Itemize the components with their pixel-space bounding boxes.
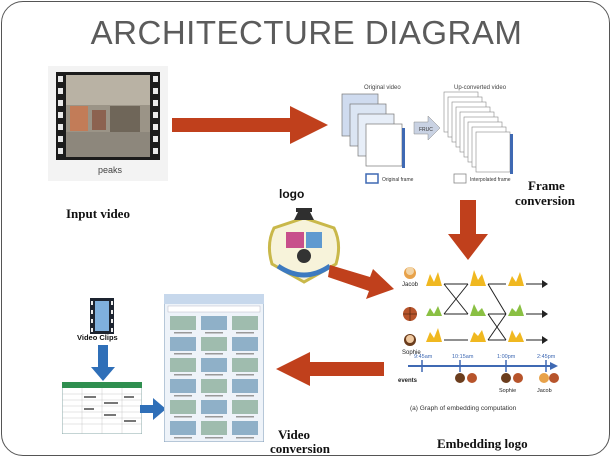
- video-frame-thumbnail: [170, 358, 196, 372]
- video-frame-thumbnail: [201, 358, 227, 372]
- logo-label: logo: [279, 187, 305, 201]
- video-clips-icon: [90, 298, 114, 334]
- time-label-4: 2:45pm: [537, 354, 556, 360]
- arrow-spreadsheet-to-explorer: [140, 398, 166, 420]
- legend-interpolated-frame: Interpolated frame: [470, 177, 511, 183]
- arrow-frame-to-embedding: [448, 200, 488, 260]
- person-label-bottom: Sophie: [402, 350, 421, 356]
- time-label-2: 10:15am: [452, 354, 474, 360]
- person-label-top: Jacob: [402, 282, 419, 288]
- arrow-clips-to-spreadsheet: [91, 345, 115, 381]
- arrow-logo-to-embedding: [328, 265, 394, 299]
- frame-conversion-label-2: conversion: [515, 193, 575, 208]
- events-label: events: [398, 378, 418, 384]
- time-label-1: 9:45am: [414, 354, 433, 360]
- embedding-label: Embedding logo: [437, 436, 528, 451]
- original-video-header: Original video: [364, 85, 401, 91]
- bottom-name-1: Sophie: [499, 388, 516, 394]
- graph-caption: (a) Graph of embedding computation: [410, 405, 517, 412]
- input-video-caption: peaks: [97, 165, 123, 175]
- arrow-input-to-frame: [172, 106, 328, 144]
- video-frame-thumbnail: [170, 316, 196, 330]
- video-frame-thumbnail: [201, 421, 227, 435]
- video-frame-thumbnail: [170, 379, 196, 393]
- fruc-label: FRUC: [419, 127, 433, 133]
- frame-conversion-illustration: Original video Up-converted video FRUC O…: [341, 85, 513, 184]
- video-frame-thumbnail: [170, 337, 196, 351]
- video-frame-thumbnail: [170, 421, 196, 435]
- legend-original-frame: Original frame: [382, 177, 414, 183]
- video-clips-label: Video Clips: [77, 333, 118, 342]
- slide-title: ARCHITECTURE DIAGRAM: [90, 14, 523, 51]
- video-frame-thumbnail: [201, 316, 227, 330]
- video-frames-explorer-window: [164, 294, 264, 442]
- video-frame-thumbnail: [232, 316, 258, 330]
- video-frame-thumbnail: [232, 400, 258, 414]
- input-video-label: Input video: [66, 206, 130, 221]
- video-frame-thumbnail: [201, 379, 227, 393]
- upconverted-video-header: Up-converted video: [454, 85, 507, 91]
- video-frame-thumbnail: [232, 421, 258, 435]
- video-frame-thumbnail: [201, 337, 227, 351]
- time-label-3: 1:00pm: [497, 354, 516, 360]
- input-video-thumbnail: [48, 66, 168, 181]
- arrow-embedding-to-video: [276, 352, 384, 386]
- video-frame-thumbnail: [201, 400, 227, 414]
- embedding-graph: Jacob Sophie: [398, 267, 559, 412]
- spreadsheet-thumbnail: [62, 382, 142, 434]
- frame-conversion-label-1: Frame: [528, 178, 565, 193]
- video-frame-thumbnail: [232, 337, 258, 351]
- video-conversion-label-2: conversion: [270, 441, 330, 456]
- bottom-name-2: Jacob: [537, 388, 552, 394]
- video-conversion-label-1: Video: [278, 427, 311, 442]
- video-frame-thumbnail: [232, 379, 258, 393]
- video-frame-thumbnail: [170, 400, 196, 414]
- institution-logo-emblem: [267, 208, 341, 284]
- video-frame-thumbnail: [232, 358, 258, 372]
